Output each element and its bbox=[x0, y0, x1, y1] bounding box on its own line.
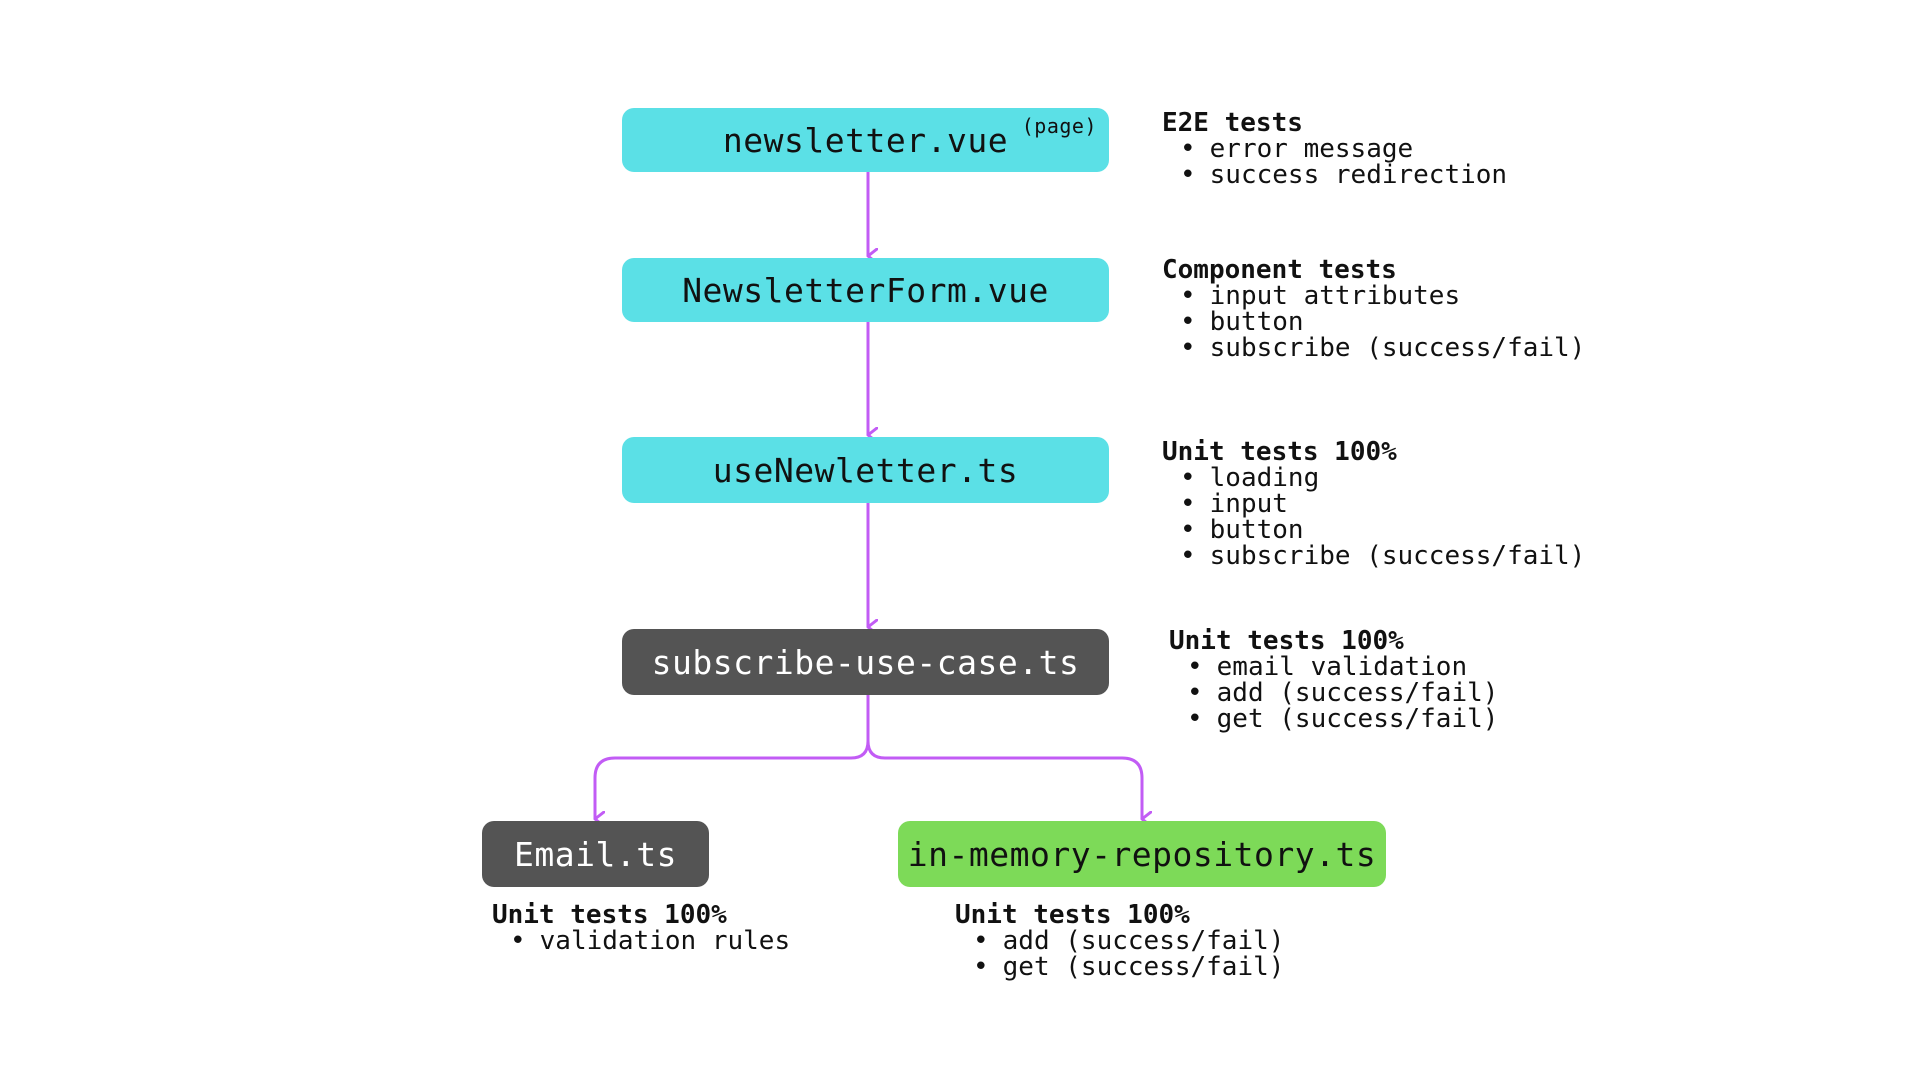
note-e2e-tests: E2E tests error message success redirect… bbox=[1162, 110, 1507, 188]
note-item: button bbox=[1180, 309, 1585, 335]
node-newsletter-page: newsletter.vue (page) bbox=[622, 108, 1109, 172]
node-label: useNewletter.ts bbox=[712, 450, 1019, 490]
note-unit-tests-composable: Unit tests 100% loading input button sub… bbox=[1162, 439, 1585, 569]
note-item: add (success/fail) bbox=[973, 928, 1285, 954]
node-label: subscribe-use-case.ts bbox=[651, 642, 1080, 682]
note-item: button bbox=[1180, 517, 1585, 543]
note-item: loading bbox=[1180, 465, 1585, 491]
note-unit-tests-repository: Unit tests 100% add (success/fail) get (… bbox=[955, 902, 1284, 980]
note-item: subscribe (success/fail) bbox=[1180, 543, 1586, 569]
node-in-memory-repository: in-memory-repository.ts bbox=[898, 821, 1386, 887]
note-title: Unit tests 100% bbox=[955, 900, 1190, 930]
note-item: input attributes bbox=[1180, 283, 1585, 309]
note-title: E2E tests bbox=[1162, 108, 1303, 138]
note-item: input bbox=[1180, 491, 1585, 517]
note-title: Unit tests 100% bbox=[1162, 437, 1397, 467]
node-email: Email.ts bbox=[482, 821, 709, 887]
note-item: get (success/fail) bbox=[973, 954, 1285, 980]
note-list: loading input button subscribe (success/… bbox=[1162, 465, 1586, 569]
note-item: add (success/fail) bbox=[1187, 680, 1499, 706]
node-newsletter-form: NewsletterForm.vue bbox=[622, 258, 1109, 322]
node-tag-page: (page) bbox=[1021, 114, 1097, 138]
note-title: Unit tests 100% bbox=[1169, 626, 1404, 656]
node-subscribe-use-case: subscribe-use-case.ts bbox=[622, 629, 1109, 695]
note-unit-tests-email: Unit tests 100% validation rules bbox=[492, 902, 790, 954]
note-item: error message bbox=[1180, 136, 1507, 162]
node-label: in-memory-repository.ts bbox=[907, 834, 1377, 874]
note-list: email validation add (success/fail) get … bbox=[1169, 654, 1499, 732]
note-item: get (success/fail) bbox=[1187, 706, 1499, 732]
note-item: validation rules bbox=[510, 928, 790, 954]
note-unit-tests-use-case: Unit tests 100% email validation add (su… bbox=[1169, 628, 1498, 732]
note-list: input attributes button subscribe (succe… bbox=[1162, 283, 1586, 361]
note-list: error message success redirection bbox=[1162, 136, 1507, 188]
note-component-tests: Component tests input attributes button … bbox=[1162, 257, 1585, 361]
node-use-newsletter: useNewletter.ts bbox=[622, 437, 1109, 503]
node-label: newsletter.vue bbox=[722, 120, 1009, 160]
arrow-use-case-to-repository bbox=[866, 740, 1142, 819]
note-title: Unit tests 100% bbox=[492, 900, 727, 930]
arrow-use-case-to-email bbox=[593, 695, 870, 819]
node-label: NewsletterForm.vue bbox=[682, 270, 1049, 310]
note-item: success redirection bbox=[1180, 162, 1507, 188]
note-item: email validation bbox=[1187, 654, 1498, 680]
note-list: validation rules bbox=[492, 928, 790, 954]
note-list: add (success/fail) get (success/fail) bbox=[955, 928, 1285, 980]
note-title: Component tests bbox=[1162, 255, 1397, 285]
node-label: Email.ts bbox=[514, 834, 677, 874]
note-item: subscribe (success/fail) bbox=[1180, 335, 1586, 361]
